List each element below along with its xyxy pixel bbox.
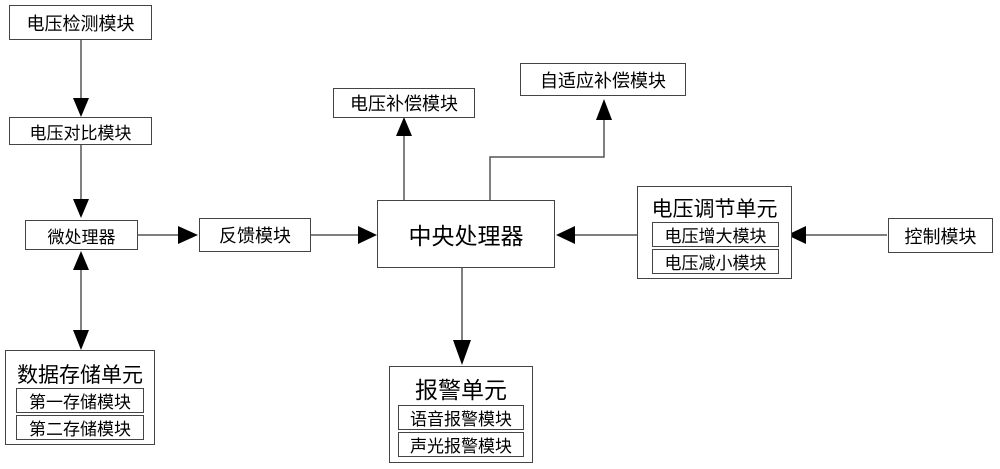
control-label: 控制模块: [904, 226, 977, 248]
voltage-compare-label: 电压对比模块: [29, 123, 132, 144]
voltage-increase-label: 电压增大模块: [664, 227, 767, 247]
voltage-decrease-label: 电压减小模块: [664, 254, 767, 274]
voltage-increase-module: 电压增大模块: [652, 222, 779, 247]
sound-light-alarm-module: 声光报警模块: [398, 432, 524, 457]
second-storage-module: 第二存储模块: [16, 415, 144, 440]
alarm-title: 报警单元: [415, 378, 507, 404]
arrowhead-storage: [73, 330, 89, 350]
edge-cpu-to-adaptive: [489, 120, 605, 200]
microprocessor: 微处理器: [25, 220, 138, 250]
arrowhead-micro-up: [73, 251, 89, 270]
arrowhead-micro: [73, 199, 89, 218]
control-module: 控制模块: [888, 218, 993, 253]
voltage-compensation-module: 电压补偿模块: [333, 88, 475, 118]
voltage-detect-label: 电压检测模块: [26, 13, 135, 35]
arrowhead-cpu-right: [556, 226, 575, 244]
arrowhead-alarm: [453, 340, 471, 365]
adaptive-compensation-label: 自适应补偿模块: [540, 70, 666, 92]
voltage-decrease-module: 电压减小模块: [652, 249, 779, 274]
data-storage-unit: 数据存储单元 第一存储模块 第二存储模块: [5, 350, 155, 445]
voltage-regulation-title: 电压调节单元: [651, 197, 778, 221]
first-storage-module: 第一存储模块: [16, 388, 144, 413]
adaptive-compensation-module: 自适应补偿模块: [520, 63, 686, 96]
voice-alarm-label: 语音报警模块: [410, 410, 512, 430]
voltage-compensation-label: 电压补偿模块: [350, 94, 458, 115]
alarm-unit: 报警单元 语音报警模块 声光报警模块: [389, 366, 533, 463]
feedback-module: 反馈模块: [199, 218, 311, 252]
arrowhead-adaptive: [596, 99, 612, 120]
arrowhead-compare: [73, 98, 89, 117]
arrowhead-comp: [396, 117, 412, 136]
voltage-detect-module: 电压检测模块: [9, 5, 152, 40]
feedback-label: 反馈模块: [219, 226, 291, 247]
arrowhead-feedback: [178, 226, 198, 244]
arrowhead-regulation: [787, 226, 806, 244]
arrowhead-cpu-left: [358, 226, 377, 244]
second-storage-label: 第二存储模块: [29, 420, 131, 440]
central-processor: 中央处理器: [377, 200, 555, 268]
sound-light-alarm-label: 声光报警模块: [410, 437, 512, 457]
data-storage-title: 数据存储单元: [17, 363, 143, 387]
voltage-compare-module: 电压对比模块: [9, 117, 152, 145]
voice-alarm-module: 语音报警模块: [398, 405, 524, 430]
microprocessor-label: 微处理器: [47, 227, 116, 248]
central-processor-label: 中央处理器: [408, 224, 524, 250]
voltage-regulation-unit: 电压调节单元 电压增大模块 电压减小模块: [637, 186, 792, 279]
first-storage-label: 第一存储模块: [29, 393, 131, 413]
